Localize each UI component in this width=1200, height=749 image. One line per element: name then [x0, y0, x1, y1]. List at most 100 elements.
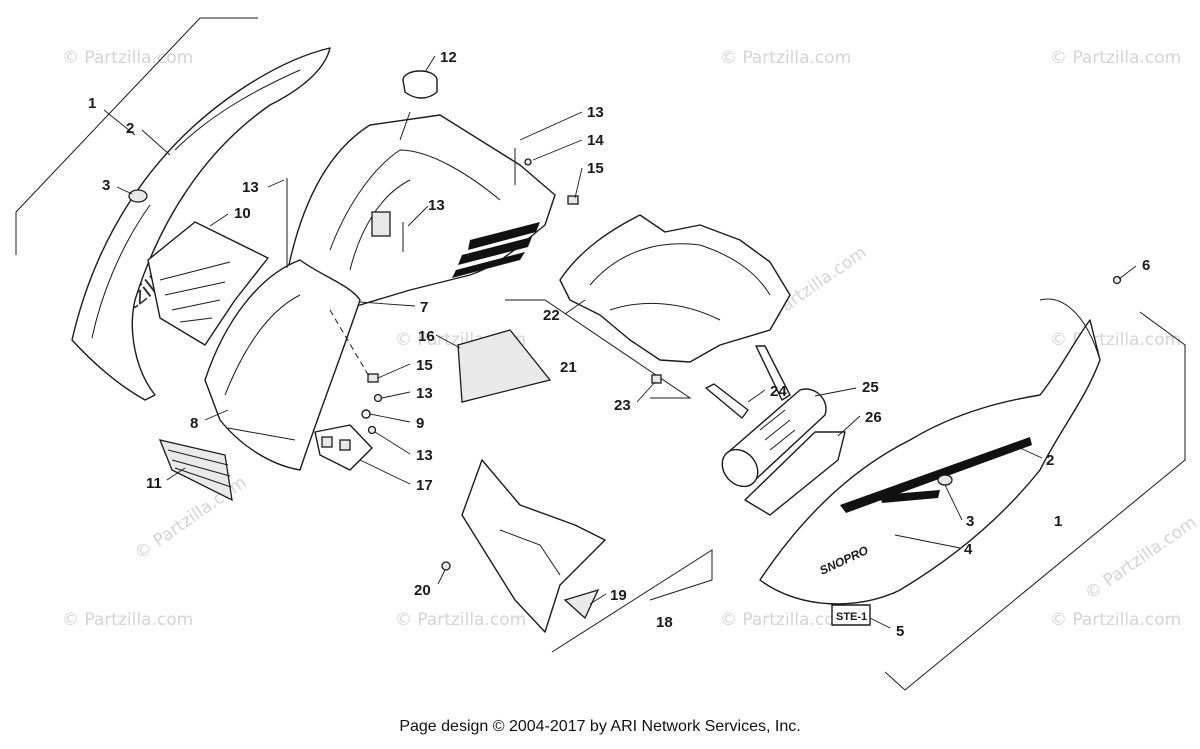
leader	[141, 129, 171, 156]
watermark: © Partzilla.com	[1050, 610, 1181, 630]
tray-floor	[609, 303, 721, 321]
leader	[636, 381, 656, 403]
callout-2: 2	[126, 120, 134, 137]
grommet-12	[402, 70, 438, 99]
holder-26	[744, 431, 846, 516]
watermark: © Partzilla.com	[395, 610, 526, 630]
watermark: © Partzilla.com	[1050, 330, 1181, 350]
callout-12: 12	[440, 49, 457, 66]
lower-assembly-18	[441, 459, 606, 633]
callout-3: 3	[102, 177, 110, 194]
stripe-decal	[880, 490, 940, 503]
nose-outline	[204, 259, 361, 471]
straps-24	[705, 345, 791, 419]
callout-18: 18	[656, 614, 673, 631]
panel-crease	[91, 204, 151, 339]
callout-13: 13	[428, 197, 445, 214]
watermark: © Partzilla.com	[720, 48, 851, 68]
callout-9: 9	[416, 415, 424, 432]
lower-outline	[461, 459, 606, 633]
leader	[377, 363, 411, 379]
nose-crease	[224, 294, 301, 396]
hood-crease	[329, 149, 501, 251]
roll-end	[721, 448, 759, 488]
leader	[519, 111, 583, 141]
panel-clip	[128, 189, 148, 203]
vent-outline	[147, 221, 269, 346]
bracket-21	[505, 299, 692, 399]
callout-2: 2	[1046, 452, 1054, 469]
callout-22: 22	[543, 307, 560, 324]
leader	[869, 617, 891, 629]
callout-25: 25	[862, 379, 879, 396]
callout-1: 1	[88, 95, 96, 112]
callout-13: 13	[587, 104, 604, 121]
leader	[359, 459, 411, 485]
screw-20	[441, 561, 451, 571]
watermark: © Partzilla.com	[1050, 48, 1181, 68]
leader	[204, 409, 229, 421]
side-panel-outline	[759, 319, 1101, 605]
callout-20: 20	[414, 582, 431, 599]
left-side-panel-outline	[71, 47, 331, 401]
bracket-1-left	[15, 17, 258, 255]
leader	[116, 186, 133, 195]
clip-15	[367, 373, 379, 383]
leader-lines	[103, 55, 1137, 629]
leader	[435, 334, 461, 349]
leader	[574, 167, 583, 199]
callout-5: 5	[896, 623, 904, 640]
leader	[103, 109, 136, 136]
window-16	[457, 329, 552, 403]
stripe-decal	[840, 437, 1032, 513]
rivet-6	[1112, 275, 1122, 285]
callout-11: 11	[146, 475, 162, 492]
leader	[381, 391, 411, 399]
assembly-guide	[329, 309, 371, 379]
callout-3: 3	[966, 513, 974, 530]
hood-vent-slots	[452, 222, 540, 278]
callout-1: 1	[1054, 513, 1062, 530]
leader	[374, 431, 411, 455]
vent-slats	[159, 261, 231, 323]
fasteners	[286, 148, 579, 435]
callout-21: 21	[560, 359, 577, 376]
watermark: © Partzilla.com	[62, 610, 193, 630]
callout-15: 15	[416, 357, 433, 374]
roll-pattern	[759, 409, 796, 451]
watermark: © Partzilla.com	[1081, 512, 1200, 604]
callout-4: 4	[964, 541, 973, 558]
clip-15	[567, 195, 579, 205]
assembly-brackets	[15, 17, 1186, 691]
leader	[424, 55, 436, 73]
callout-7: 7	[420, 299, 428, 316]
callout-23: 23	[614, 397, 631, 414]
tray-rim	[589, 243, 771, 296]
leader	[894, 534, 961, 549]
leader	[437, 569, 446, 585]
callout-13: 13	[416, 447, 433, 464]
strap	[755, 345, 791, 401]
tool-roll-25	[721, 388, 827, 488]
mesh-11	[158, 439, 233, 502]
leader	[209, 213, 229, 227]
leader	[267, 179, 285, 188]
washer-14	[524, 158, 532, 166]
leader	[166, 467, 186, 481]
holder-body	[744, 431, 846, 516]
lower-crease	[499, 529, 561, 576]
leader	[589, 593, 607, 605]
bracket-18	[551, 549, 713, 653]
callout-13: 13	[242, 179, 259, 196]
grommet-body	[402, 79, 438, 99]
tray-22	[559, 214, 791, 384]
callout-10: 10	[234, 205, 251, 222]
callout-8: 8	[190, 415, 198, 432]
watermark: © Partzilla.com	[720, 610, 851, 630]
page-footer: Page design © 2004-2017 by ARI Network S…	[399, 718, 801, 735]
callouts: 1 2 3 13 10 12 13 14 15 13 7 16 15 13 9 …	[88, 49, 1150, 640]
reflector-19	[563, 588, 600, 620]
bracket-1-right	[884, 311, 1186, 691]
lower-nose-8	[204, 259, 361, 471]
bracket-tab	[339, 439, 351, 451]
